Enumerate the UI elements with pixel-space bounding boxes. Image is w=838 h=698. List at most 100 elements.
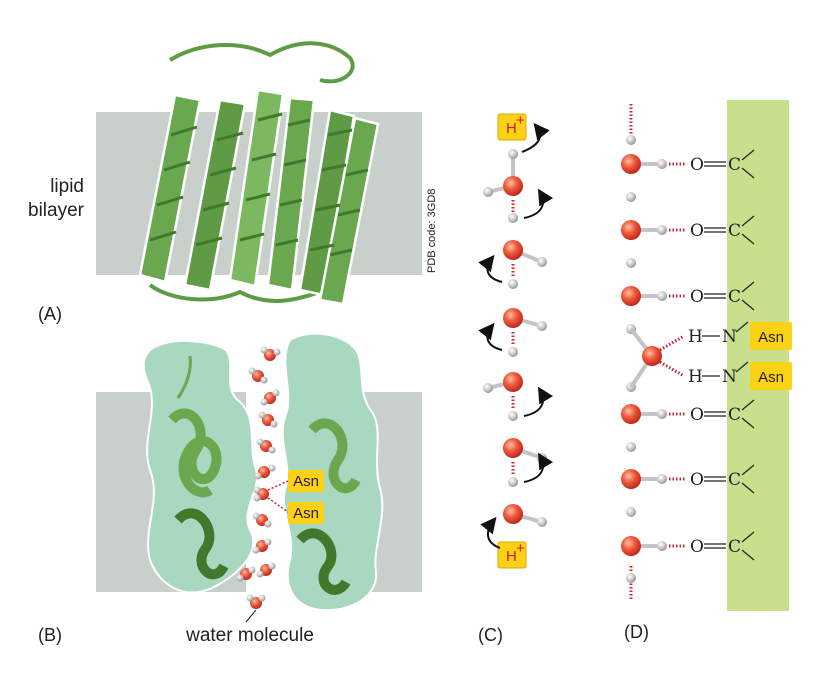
backbone-bond [741,417,755,429]
backbone-bond [735,361,749,373]
hydrogen-atom [626,573,636,583]
panel-a: lipid bilayer PDB code: 3GD8 (A) [28,41,438,324]
backbone-bond [741,233,755,245]
hydrogen-atom [657,409,667,419]
asn-label-b1: Asn [293,473,319,490]
carbonyl-carbon-label: C [728,537,741,557]
backbone-bond [741,299,755,311]
helix-right [296,418,361,595]
panel-c: H + H + [478,112,554,645]
oxygen-atom [621,220,641,240]
panel-b: Asn Asn water molecule (B) [38,332,422,646]
hydrogen-bond [659,334,685,352]
asn-label-d: Asn [758,329,784,346]
water-molecule [248,367,268,384]
carbonyl-oxygen-label: O [690,470,704,490]
hydrogen-atom [626,507,636,517]
asn-tag-b2: Asn [288,502,324,524]
water-molecule-central [253,486,269,502]
panel-letter-d: (D) [624,622,649,642]
hydrogen-atom [657,474,667,484]
water-molecule [236,566,256,582]
backbone-bond [735,321,749,333]
amide-nitrogen-label: N [722,367,737,387]
lipid-label-line2: bilayer [28,200,85,221]
amide-nitrogen-label: N [722,327,737,347]
backbone-bond [741,149,755,161]
oxygen-atom-central [642,346,662,366]
asn-tag [750,362,792,390]
hydrogen-atom [657,225,667,235]
water-molecule [260,346,281,361]
water-molecule [258,411,278,428]
hydrogen-atom [626,192,636,202]
carbonyl-carbon-label: C [728,221,741,241]
asn-label-d: Asn [758,369,784,386]
panel-letter-c: (C) [478,625,503,645]
water-molecule [254,464,276,480]
water-molecule [260,389,280,406]
water-molecule [252,512,272,528]
panel-letter-b: (B) [38,625,62,645]
asn-tag [750,322,792,350]
water-molecule [256,438,276,454]
backbone-bond [741,281,755,293]
proton-top-h: H [506,120,517,137]
hydrogen-atom [626,258,636,268]
carbonyl-oxygen-label: O [690,537,704,557]
hydrogen-atom [657,159,667,169]
carbonyl-oxygen-label: O [690,405,704,425]
carbonyl-carbon-label: C [728,470,741,490]
oxygen-atom [621,154,641,174]
proton-bottom-h: H [506,548,517,565]
water-molecule-pointed [246,594,266,609]
proton-bottom-charge: + [516,540,525,557]
proton-box-top: H + [497,112,527,141]
carbonyl-carbon-label: C [728,405,741,425]
hydrogen-atom [657,291,667,301]
carbonyl-oxygen-label: O [690,221,704,241]
proton-hop-arrows [478,122,554,549]
panel-letter-a: (A) [38,304,62,324]
proton-wire-c [487,154,543,524]
carbonyl-carbon-label: C [728,287,741,307]
water-molecule-label: water molecule [185,625,314,646]
pdb-code-label: PDB code: 3GD8 [426,189,438,273]
helix-stripes [149,112,369,257]
amide-hydrogen-label: H [688,367,703,387]
oxygen-atom [621,469,641,489]
proton-top-charge: + [516,112,525,129]
carbonyl-oxygen-label: O [690,155,704,175]
channel-wall [727,100,789,611]
backbone-bond [741,464,755,476]
asn-tag-b1: Asn [288,470,324,492]
backbone-bond [741,399,755,411]
hydrogen-atom [657,541,667,551]
backbone-bond [741,531,755,543]
backbone-bond [741,482,755,494]
water-molecule [252,538,272,554]
lipid-label-line1: lipid [50,176,84,197]
water-molecule [256,562,276,578]
water-pointer-line [245,609,257,623]
amide-hydrogen-label: H [688,327,703,347]
panel-d [629,100,789,611]
oxygen-atom [621,286,641,306]
hydrogen-bond [659,360,685,378]
proton-box-bottom: H + [497,540,527,569]
backbone-bond [741,167,755,179]
backbone-bond [741,549,755,561]
backbone-bond [741,215,755,227]
protein-surface-left [142,340,259,594]
oxygen-atom [621,404,641,424]
water-chain-b [236,346,281,609]
carbonyl-oxygen-label: O [690,287,704,307]
hydrogen-atom [626,135,636,145]
proton-wire-atoms [483,149,547,527]
helix-left [168,355,229,580]
hbonds-b [267,480,289,513]
hydrogen-atom [626,442,636,452]
